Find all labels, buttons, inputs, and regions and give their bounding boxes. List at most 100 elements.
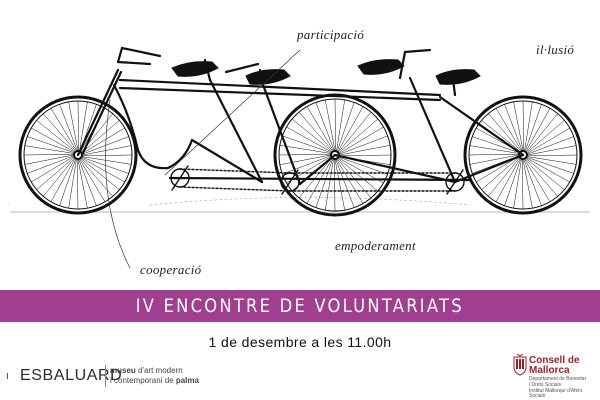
wheel-spoke xyxy=(524,158,551,203)
tandem-bicycle-illustration: · xyxy=(8,46,591,269)
consell-de-mallorca-logo[interactable]: Consell de Mallorca Departament de Benes… xyxy=(513,354,600,400)
front-wheel xyxy=(18,95,138,215)
wheel-spoke xyxy=(521,158,524,210)
wheel-spoke xyxy=(81,156,132,165)
museum-line1-rest: d'art modern xyxy=(135,366,183,375)
wheel-spoke xyxy=(80,157,126,183)
wheel-spoke xyxy=(282,135,332,154)
wheel-spoke xyxy=(315,158,334,208)
wheel-spoke xyxy=(79,158,113,197)
wheel-spoke xyxy=(306,157,333,204)
wheel-spoke xyxy=(481,120,521,153)
department-line1: Departament de Benestar xyxy=(529,376,587,382)
wheel-spoke xyxy=(27,155,75,174)
wheel-spoke xyxy=(79,101,88,152)
annotation-leader-lines xyxy=(105,49,301,269)
wheel-spoke xyxy=(80,157,120,190)
wheel-spoke xyxy=(30,156,75,183)
wheel-spoke xyxy=(43,113,77,152)
wheel-spoke xyxy=(526,154,578,157)
wheel-spoke xyxy=(336,158,364,204)
wheel-spoke xyxy=(81,120,120,154)
wheel-spoke xyxy=(488,113,522,152)
wheel-spoke xyxy=(43,157,76,197)
wheel-spoke xyxy=(333,158,336,212)
wheel-spoke xyxy=(526,120,565,154)
esbaluard-logo[interactable]: ESBALUARD xyxy=(20,367,123,384)
wheel-spoke xyxy=(526,136,574,155)
consell-name: Consell de Mallorca xyxy=(529,356,599,376)
museum-word: museu xyxy=(110,366,136,375)
bicycle-frame xyxy=(76,46,525,186)
wheel-spoke xyxy=(469,154,520,165)
wheel-spoke xyxy=(77,158,88,209)
wheel-spoke xyxy=(526,145,577,156)
wheel-spoke xyxy=(337,106,364,153)
wheel-spoke xyxy=(68,101,79,152)
wheel-spoke xyxy=(24,154,75,165)
wheel-spoke xyxy=(513,101,524,152)
wheel-spoke xyxy=(325,99,336,152)
wheel-spoke xyxy=(30,127,76,153)
wheel-spoke xyxy=(338,154,392,157)
wheel-spoke xyxy=(524,101,533,152)
wheel-spoke xyxy=(50,107,77,152)
wheel-spoke xyxy=(526,156,574,174)
wheel-spoke xyxy=(298,111,334,152)
wheel-spoke xyxy=(298,157,333,199)
wheel-spoke xyxy=(526,156,577,165)
palma-word: palma xyxy=(175,376,199,385)
footer: ESBALUARD museu d'art modern i contempor… xyxy=(0,354,600,400)
wheel-spoke xyxy=(338,145,391,156)
wheel-spoke xyxy=(306,106,334,152)
wheel-spoke xyxy=(338,126,384,154)
wheel-spoke xyxy=(77,100,80,152)
wheel-spoke xyxy=(504,158,522,206)
wheel-spoke xyxy=(335,158,355,208)
museum-description: museu d'art modern i contemporani de pal… xyxy=(110,366,199,386)
wheel-spoke xyxy=(524,158,558,197)
wheel-spoke xyxy=(76,158,79,210)
wheel-spoke xyxy=(334,158,345,211)
wheel-spoke xyxy=(336,102,355,152)
wheel-spoke xyxy=(523,158,542,206)
wheel-spoke xyxy=(468,153,520,156)
wheel-spoke xyxy=(59,104,78,152)
wheel-spoke xyxy=(279,145,332,154)
wheel-spoke xyxy=(522,100,525,152)
wheel-spoke xyxy=(81,156,129,174)
wheel-spoke xyxy=(472,136,520,154)
title-band: IV ENCONTRE DE VOLUNTARIATS xyxy=(0,290,600,322)
wheel-spoke xyxy=(50,157,76,203)
wheel-spoke xyxy=(282,155,332,175)
wheel-spoke xyxy=(338,118,379,154)
wheel-spoke xyxy=(23,153,75,156)
wheel-spoke xyxy=(79,158,106,203)
department-text: Departament de Benestar i Drets Socials … xyxy=(529,376,599,400)
wheel-spoke xyxy=(325,158,334,211)
wheel-spoke xyxy=(291,118,333,153)
event-title: IV ENCONTRE DE VOLUNTARIATS xyxy=(135,295,465,317)
wheel-spoke xyxy=(59,158,77,206)
wheel-spoke xyxy=(81,136,129,155)
wheel-spoke xyxy=(337,157,379,192)
wheel-spoke xyxy=(488,157,521,197)
annotation-cooperacio: cooperació xyxy=(140,262,202,277)
wheel-spoke xyxy=(481,156,520,190)
wheel-spoke xyxy=(27,136,75,154)
wheel-spoke xyxy=(504,104,523,152)
wheel-spoke xyxy=(68,158,77,209)
wheel-spoke xyxy=(81,154,133,157)
saddles xyxy=(171,59,481,85)
department-line2: i Drets Socials xyxy=(529,381,561,388)
wheel-spoke xyxy=(78,158,97,206)
wheel-spoke xyxy=(513,158,522,209)
wheel-spoke xyxy=(278,153,332,156)
crest-icon xyxy=(513,354,527,376)
wheel-spoke xyxy=(525,157,571,183)
rear-wheel xyxy=(463,95,583,215)
annotation-empoderament: empoderament xyxy=(335,238,416,253)
event-date: 1 de desembre a les 11.00h xyxy=(208,334,392,350)
museum-line2-rest: i contemporani de xyxy=(110,376,176,385)
logo-separator xyxy=(105,365,106,387)
